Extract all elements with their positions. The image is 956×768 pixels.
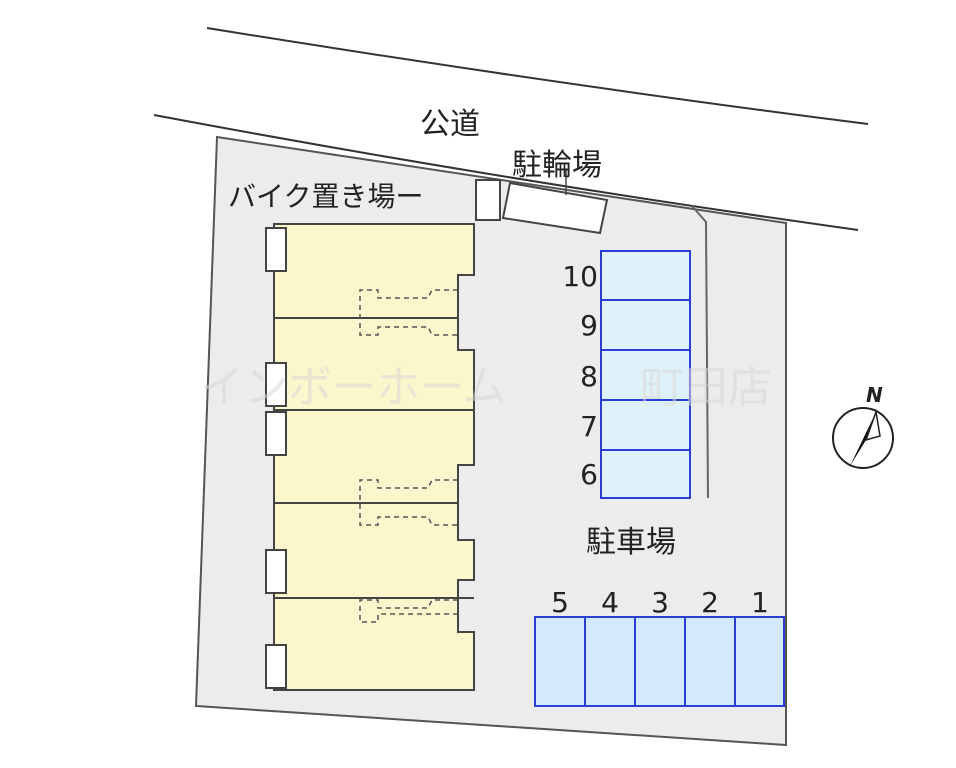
road-edge-top bbox=[206, 27, 869, 125]
parking-number: 9 bbox=[580, 309, 598, 342]
parking-horizontal bbox=[534, 616, 785, 707]
parking-number: 10 bbox=[562, 260, 598, 293]
watermark-left: インボーホーム bbox=[200, 362, 507, 413]
parking-space-6 bbox=[600, 449, 691, 499]
north-arrow-icon: N bbox=[832, 383, 894, 469]
parking-space-7 bbox=[600, 399, 691, 451]
bicycle-parking-box bbox=[501, 181, 609, 235]
car-parking-label: 駐車場 bbox=[586, 525, 676, 560]
road-edge-bottom bbox=[153, 114, 859, 231]
parking-number: 2 bbox=[701, 586, 719, 619]
parking-space-5 bbox=[534, 616, 586, 707]
parking-number: 8 bbox=[580, 360, 598, 393]
parking-space-4 bbox=[584, 616, 636, 707]
parking-number: 3 bbox=[651, 586, 669, 619]
parking-space-1 bbox=[734, 616, 785, 707]
parking-number: 5 bbox=[551, 586, 569, 619]
parking-space-2 bbox=[684, 616, 736, 707]
north-label: N bbox=[866, 383, 883, 407]
parking-number: 6 bbox=[580, 458, 598, 491]
road-label: 公道 bbox=[420, 107, 480, 142]
apartment-building bbox=[265, 223, 475, 691]
parking-number: 1 bbox=[751, 586, 769, 619]
curb-line bbox=[691, 205, 709, 499]
parking-space-9 bbox=[600, 299, 691, 351]
parking-space-8 bbox=[600, 349, 691, 401]
bike-area-label: バイク置き場ー bbox=[228, 180, 423, 213]
bike-area-box bbox=[475, 179, 501, 221]
watermark-right: 町田店 bbox=[640, 362, 772, 413]
parking-vertical bbox=[600, 250, 691, 499]
bicycle-parking-label: 駐輪場 bbox=[512, 148, 602, 183]
parking-space-10 bbox=[600, 250, 691, 301]
parking-number: 7 bbox=[580, 410, 598, 443]
parking-space-3 bbox=[634, 616, 686, 707]
parking-number: 4 bbox=[601, 586, 619, 619]
